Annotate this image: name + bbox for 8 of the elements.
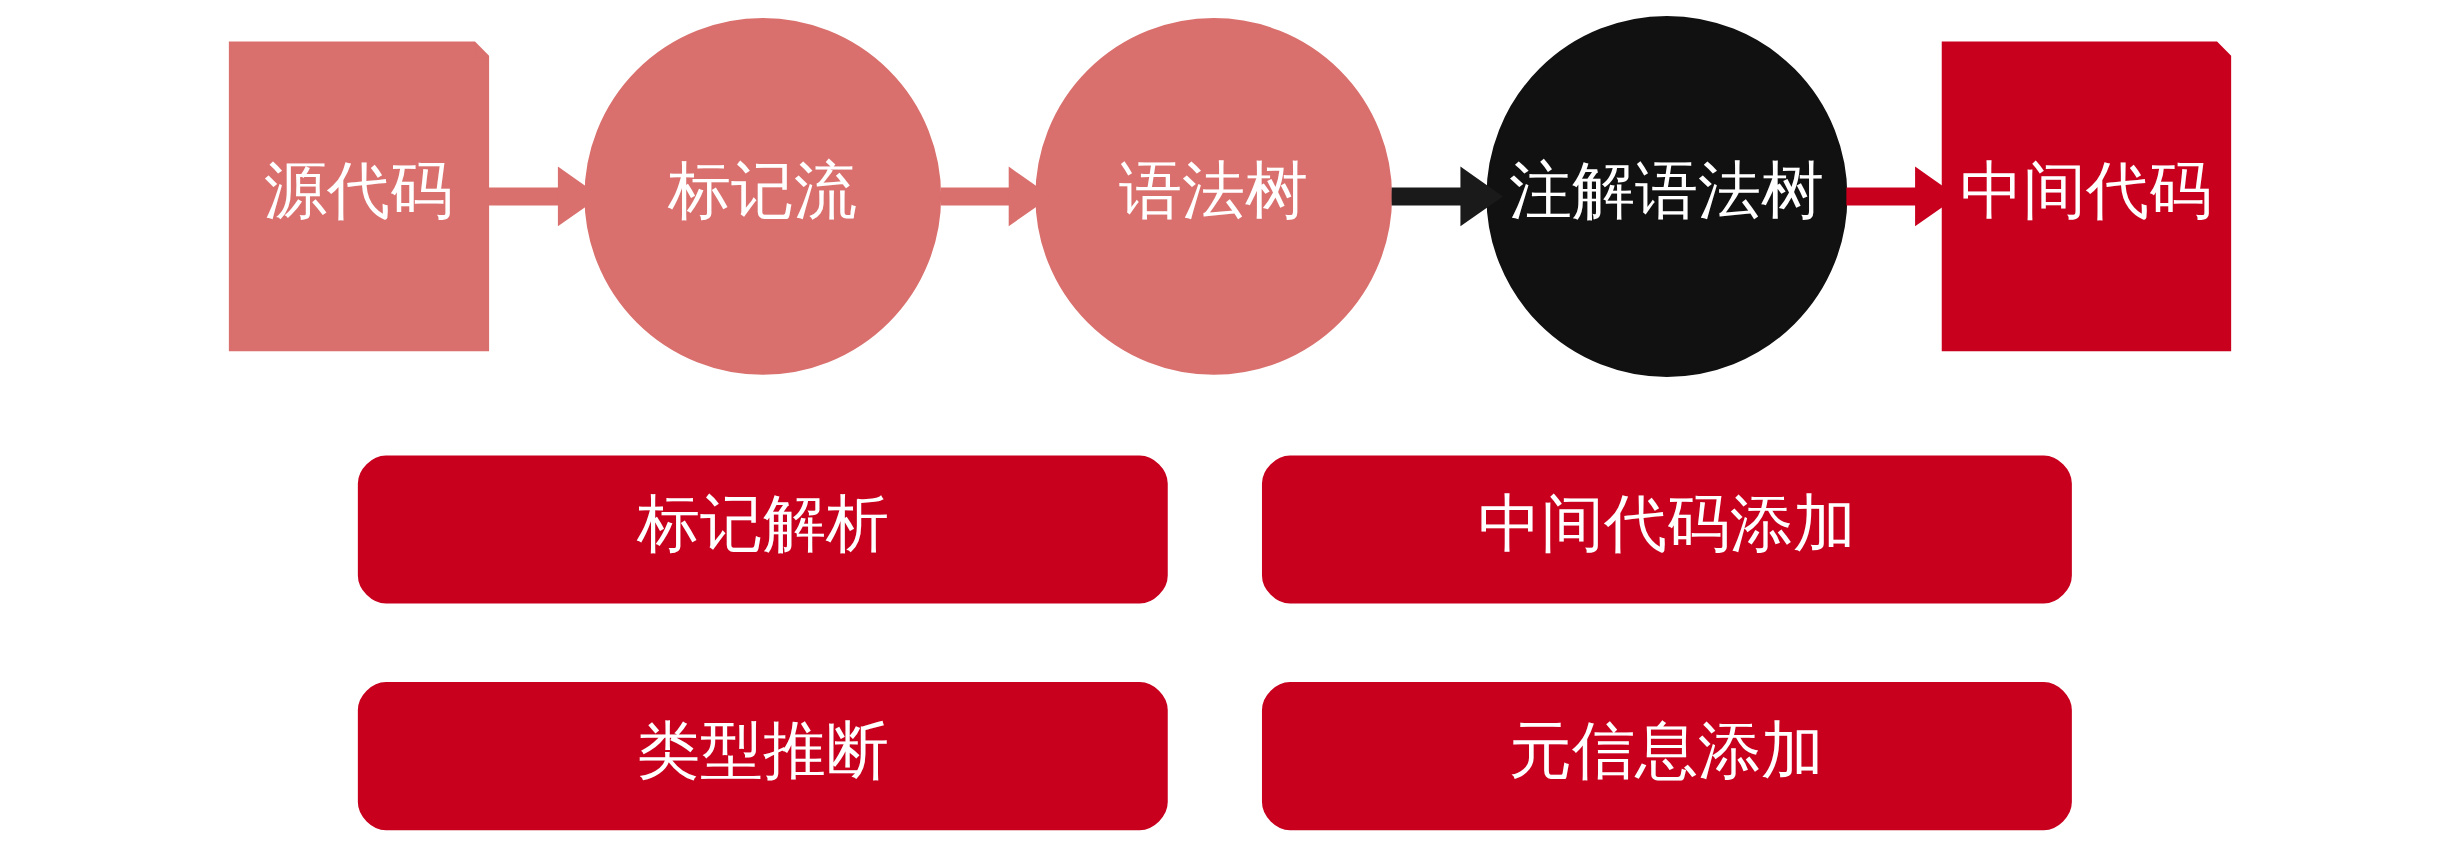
node-box: 标记解析 <box>357 455 1168 604</box>
node-circle: 注解语法树 <box>1486 15 1848 377</box>
node-box: 元信息添加 <box>1261 682 2072 831</box>
arrow <box>1391 166 1503 227</box>
node-circle: 语法树 <box>1035 18 1393 375</box>
node-box: 中间代码添加 <box>1261 455 2072 604</box>
node-box: 类型推断 <box>357 682 1168 831</box>
node-circle: 标记流 <box>584 18 942 375</box>
